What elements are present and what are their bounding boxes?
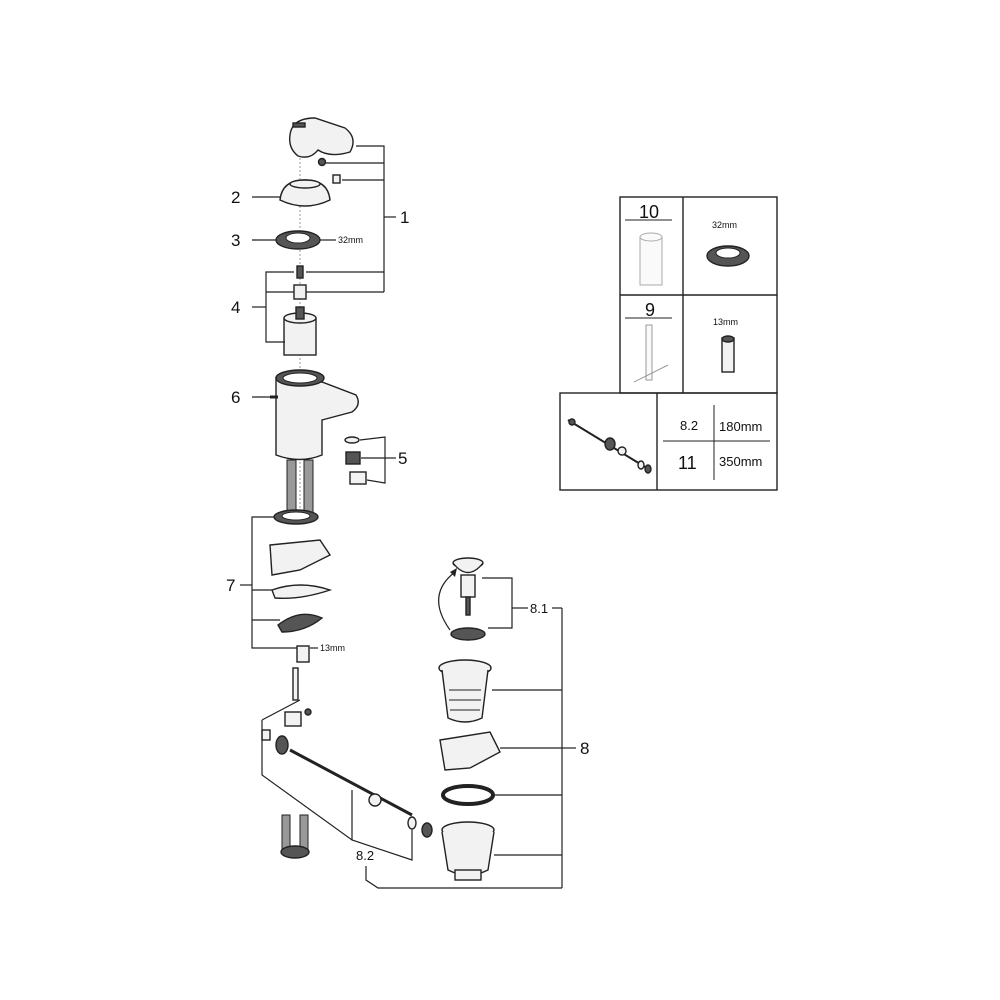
drain-o-ring <box>441 784 495 806</box>
screw <box>296 265 304 279</box>
rod-clamp <box>284 711 302 727</box>
part-label-8-1: 8.1 <box>530 601 548 616</box>
box-spanner-tool <box>633 324 669 383</box>
leader-1 <box>356 145 385 292</box>
pop-up-plug <box>452 557 484 616</box>
part-label-4: 4 <box>231 298 240 317</box>
drain-body <box>441 821 495 881</box>
part-label-8-2: 8.2 <box>356 848 374 863</box>
grub-screw <box>317 157 327 167</box>
part-label-7: 7 <box>226 576 235 595</box>
part-label-2: 2 <box>231 188 240 207</box>
adapter <box>293 284 307 300</box>
nut-size-label: 13mm <box>320 643 345 653</box>
rod-8-2-length: 180mm <box>719 419 762 434</box>
rod-11-number: 11 <box>678 453 697 473</box>
aerator-housing <box>349 471 367 485</box>
tool-9-number: 9 <box>645 300 655 320</box>
tools-table: 10 32mm 9 13mm 8.2 180mm 11 35 <box>559 196 778 491</box>
rotate-arrow <box>438 571 456 631</box>
part-label-6: 6 <box>231 388 240 407</box>
leader-8-1 <box>482 577 513 629</box>
part-label-3: 3 <box>231 231 240 250</box>
faucet-body <box>270 369 359 461</box>
part-label-8: 8 <box>580 739 589 758</box>
rod-extension-icon <box>567 418 652 474</box>
drain-flange <box>438 659 492 723</box>
leader-5 <box>359 436 386 484</box>
nut-13mm-icon <box>721 337 735 373</box>
cap-plug <box>332 174 341 184</box>
part-label-5: 5 <box>398 449 407 468</box>
socket-wrench-tool <box>639 232 663 286</box>
cover-cap <box>279 179 331 207</box>
aerator-washer <box>344 436 360 444</box>
lift-rod <box>292 667 299 701</box>
cartridge <box>283 306 317 356</box>
tool-10-size: 32mm <box>712 220 737 230</box>
handle-lever <box>288 117 354 184</box>
drain-gasket <box>439 731 501 771</box>
mounting-set <box>269 509 333 663</box>
ring-size-label: 32mm <box>338 235 363 245</box>
part-label-1: 1 <box>400 208 409 227</box>
supply-hoses <box>280 814 310 859</box>
aerator-insert <box>345 451 361 465</box>
tool-10-number: 10 <box>639 202 659 222</box>
tool-9-size: 13mm <box>713 317 738 327</box>
rod-11-length: 350mm <box>719 454 762 469</box>
pivot-rod <box>289 748 413 817</box>
leader-7 <box>251 516 297 649</box>
plug-seal <box>450 627 486 641</box>
threaded-ring <box>275 230 321 250</box>
rod-8-2-number: 8.2 <box>680 418 698 433</box>
